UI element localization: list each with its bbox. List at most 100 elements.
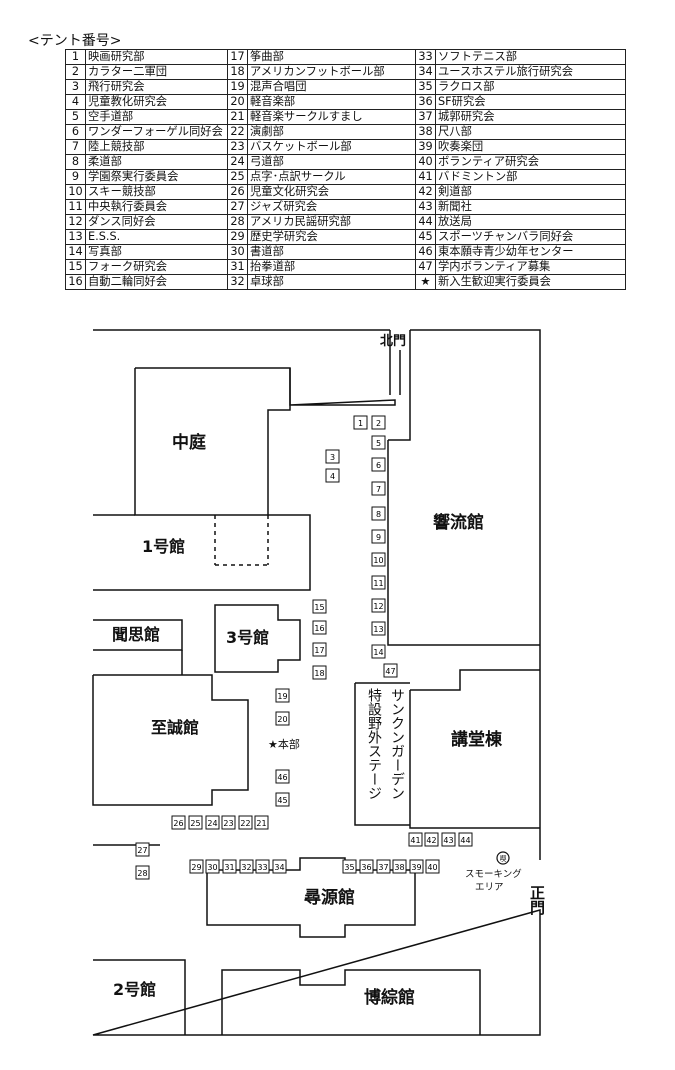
tent-marker-number: 46: [277, 773, 287, 782]
hakusou-label: 博綜館: [364, 987, 415, 1008]
tent-marker-box: [371, 481, 386, 496]
hq-label: ★本部: [268, 737, 300, 751]
tent-marker-box: [371, 457, 386, 472]
tent-marker-number: 21: [256, 819, 266, 828]
tent-marker-number: 14: [373, 648, 383, 657]
tent-name: アメリカンフットボール部: [247, 64, 416, 80]
tent-marker-box: [275, 792, 290, 807]
tent-marker-number: 32: [241, 863, 251, 872]
tent-marker-box: [275, 769, 290, 784]
tent-marker-number: 2: [376, 419, 381, 428]
tent-marker-number: 11: [373, 579, 383, 588]
monshi-label: 聞思館: [112, 625, 160, 644]
tent-marker-box: [312, 665, 327, 680]
tent-marker-box: [342, 859, 357, 874]
tent-number: 41: [415, 169, 436, 185]
tent-marker-box: [205, 859, 220, 874]
tent-marker-number: 41: [410, 836, 420, 845]
tent-marker-number: 10: [373, 556, 383, 565]
monshi-outline: [93, 619, 183, 651]
tent-marker-box: [188, 815, 203, 830]
tent-marker-number: 5: [376, 439, 381, 448]
hakusou-outline: [221, 969, 481, 1035]
jingen-outline: [206, 857, 416, 938]
tent-name: ユースホステル旅行研究会: [435, 64, 626, 80]
building3-outline: [214, 604, 301, 673]
tent-number: 46: [415, 244, 436, 260]
tent-marker-box: [189, 859, 204, 874]
tent-marker-box: [371, 415, 386, 430]
tent-marker-box: [312, 599, 327, 614]
tent-name: 尺八部: [435, 124, 626, 140]
tent-name: 陸上競技部: [85, 139, 228, 155]
tent-marker-box: [376, 859, 391, 874]
tent-number-header: <テント番号>: [28, 33, 122, 49]
tent-marker-box: [353, 415, 368, 430]
tent-marker-number: 31: [224, 863, 234, 872]
tent-marker-box: [275, 688, 290, 703]
tent-marker-number: 36: [361, 863, 371, 872]
tent-number: 32: [227, 274, 248, 290]
tent-name: 混声合唱団: [247, 79, 416, 95]
tent-marker-box: [409, 859, 424, 874]
tent-marker-box: [371, 529, 386, 544]
tent-marker-number: 42: [426, 836, 436, 845]
tent-number: 30: [227, 244, 248, 260]
tent-marker-number: 26: [173, 819, 183, 828]
tent-marker-number: 1: [358, 419, 363, 428]
tent-marker-number: 16: [314, 624, 324, 633]
tent-name: 映画研究部: [85, 49, 228, 65]
tent-marker-number: 45: [277, 796, 287, 805]
smoking-area-label-1: スモーキング: [465, 868, 522, 880]
tent-marker-box: [275, 711, 290, 726]
tent-marker-box: [254, 815, 269, 830]
main-gate-label: 正門: [528, 885, 546, 916]
building1-label: 1号館: [142, 537, 185, 556]
tent-name: 卓球部: [247, 274, 416, 290]
tent-marker-box: [272, 859, 287, 874]
stage-outline: [354, 682, 410, 826]
tent-marker-number: 35: [344, 863, 354, 872]
outdoor-stage-label: 特設野外ステージ: [366, 688, 382, 800]
tent-marker-number: 15: [314, 603, 324, 612]
building3-label: 3号館: [226, 628, 269, 647]
tent-marker-number: 30: [207, 863, 217, 872]
tent-marker-number: 28: [137, 869, 147, 878]
tent-marker-number: 20: [277, 715, 287, 724]
tent-marker-number: 39: [411, 863, 421, 872]
tent-marker-box: [371, 598, 386, 613]
tent-marker-box: [424, 832, 439, 847]
tent-marker-box: [371, 435, 386, 450]
kyoryu-label: 響流館: [433, 512, 484, 533]
tent-marker-number: 34: [274, 863, 284, 872]
tent-marker-number: 40: [427, 863, 437, 872]
nakaniwa-outline: [134, 368, 291, 516]
tent-marker-box: [458, 832, 473, 847]
tent-name: 自動二輪同好会: [85, 274, 228, 290]
campus-boundary: [92, 329, 541, 1036]
tent-number: 13: [65, 229, 86, 245]
jingen-label: 尋源館: [304, 887, 355, 908]
tent-marker-number: 24: [207, 819, 217, 828]
tent-marker-box: [359, 859, 374, 874]
tent-marker-box: [135, 865, 150, 880]
tent-marker-number: 43: [443, 836, 453, 845]
nakaniwa-label: 中庭: [172, 432, 206, 453]
tent-marker-number: 29: [191, 863, 201, 872]
tent-marker-number: 7: [376, 485, 381, 494]
north-gate-label: 北門: [380, 334, 406, 349]
tent-marker-box: [425, 859, 440, 874]
kodo-outline: [409, 669, 540, 829]
tent-marker-number: 25: [190, 819, 200, 828]
tent-number: 36: [415, 94, 436, 110]
tent-marker-box: [238, 815, 253, 830]
